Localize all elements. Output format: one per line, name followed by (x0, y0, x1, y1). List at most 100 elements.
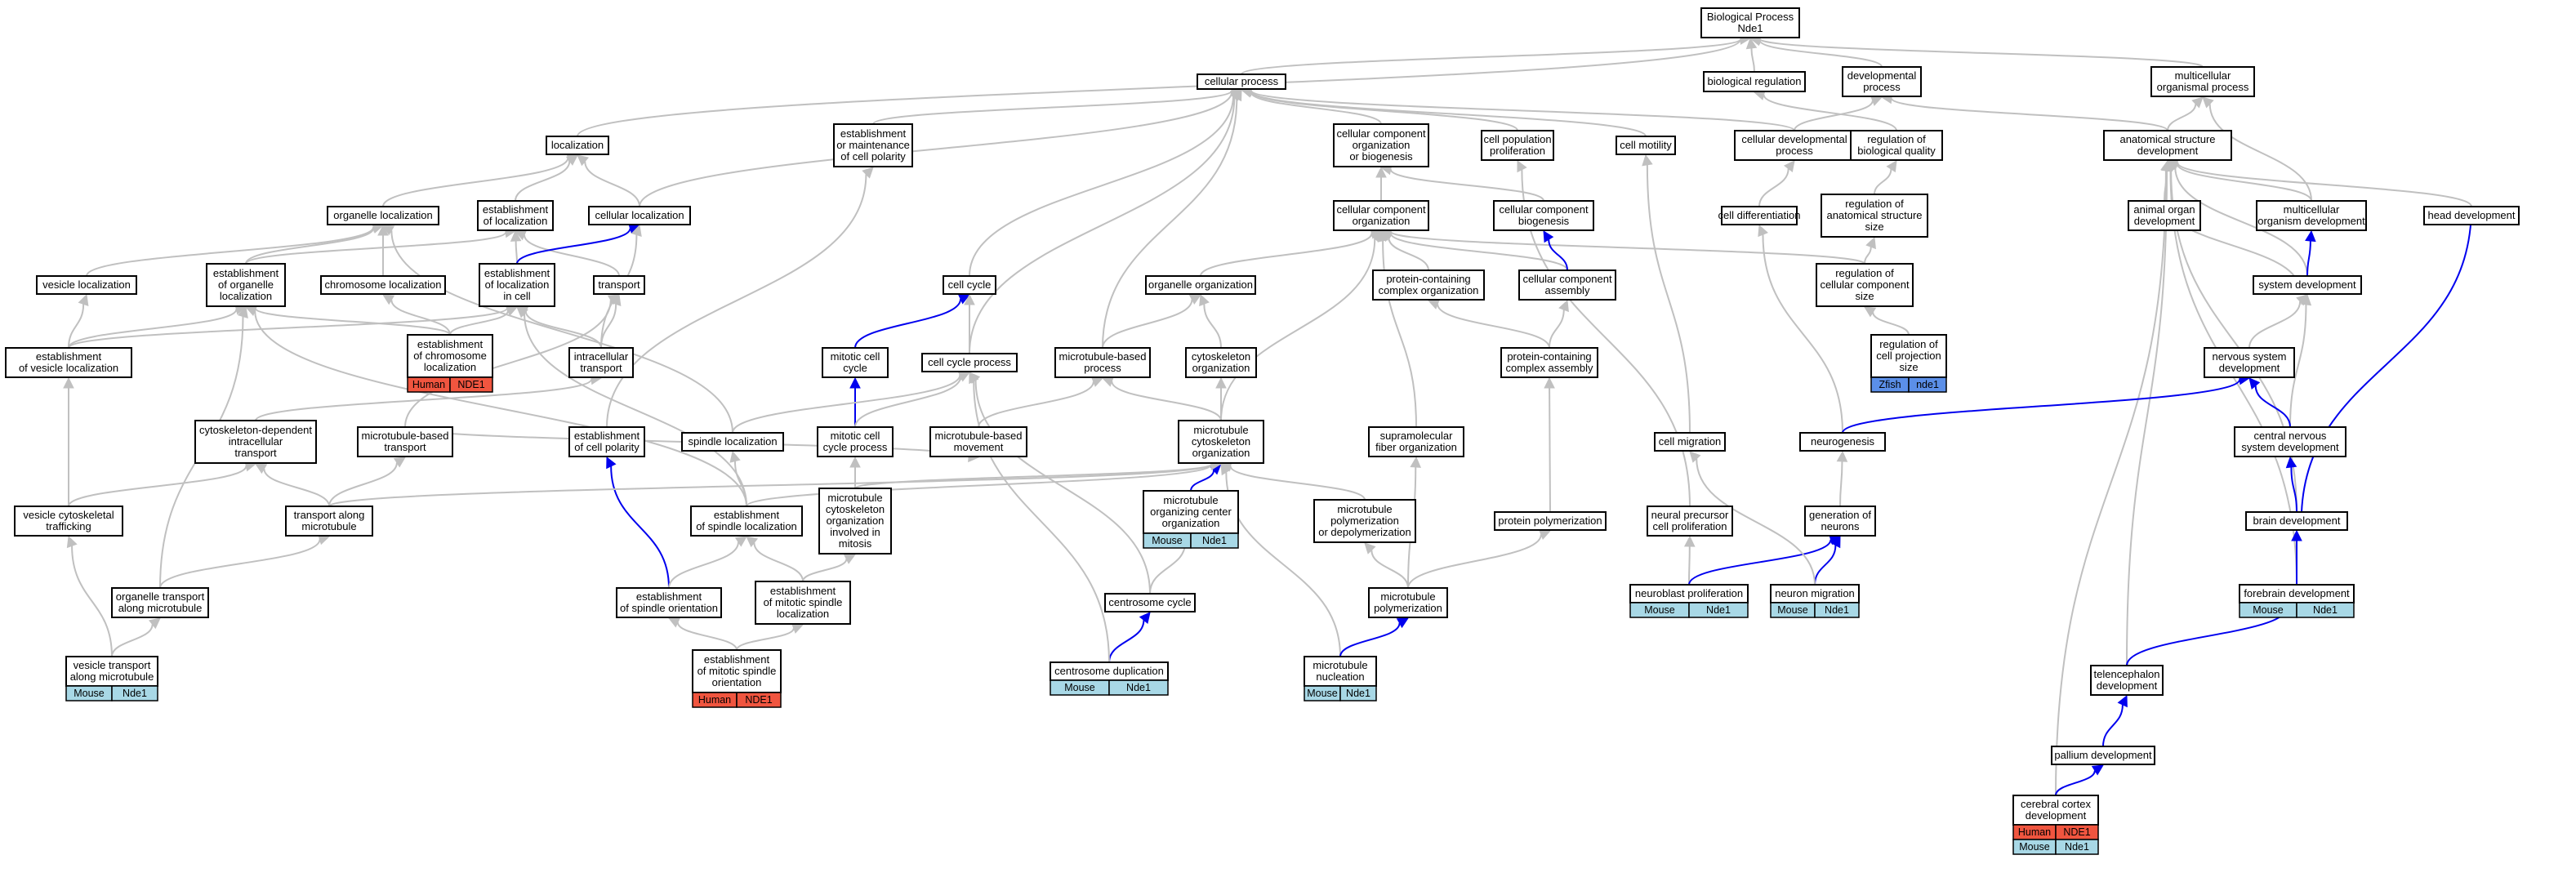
node-cp[interactable]: cellular process (1197, 73, 1286, 90)
node-chrloc[interactable]: chromosome localization (320, 275, 446, 295)
node-cdit[interactable]: cytoskeleton-dependentintracellulartrans… (194, 420, 317, 464)
species-label: Human (2018, 826, 2051, 838)
node-label: size (1855, 290, 1874, 302)
node-orgloc[interactable]: organelle localization (327, 206, 439, 225)
node-label: organization (1162, 517, 1220, 529)
node-orgorg[interactable]: organelle organization (1145, 275, 1256, 295)
node-hd[interactable]: head development (2423, 206, 2520, 225)
node-label: transport (580, 362, 622, 374)
node-transport[interactable]: transport (593, 275, 645, 295)
edge-asd-to-dev (1880, 92, 2168, 131)
node-cellloc[interactable]: cellular localization (588, 206, 691, 225)
node-box (1333, 200, 1429, 231)
node-cdiff[interactable]: cell differentiation (1718, 206, 1801, 225)
node-bd[interactable]: brain development (2245, 511, 2348, 531)
node-cc[interactable]: cell cycle (943, 275, 996, 295)
node-breg[interactable]: biological regulation (1703, 71, 1806, 92)
node-vesloc[interactable]: vesicle localization (36, 275, 137, 295)
node-cmot[interactable]: cell motility (1616, 136, 1676, 155)
node-label: system development (2258, 278, 2356, 291)
node-neurog[interactable]: neurogenesis (1799, 432, 1886, 452)
node-label: process (1776, 145, 1813, 157)
node-label: of cell polarity (840, 150, 906, 163)
node-sd[interactable]: system development (2253, 275, 2362, 295)
node-mcom[interactable]: microtubulecytoskeletonorganizationinvol… (818, 488, 892, 555)
node-pd[interactable]: pallium development (2051, 746, 2155, 765)
node-label: organization (1192, 362, 1250, 374)
edge-emsl-to-mcom (802, 554, 856, 582)
node-ccyc[interactable]: centrosome cycle (1104, 593, 1196, 612)
node-sploc[interactable]: spindle localization (681, 432, 784, 452)
gene-label: Nde1 (123, 688, 147, 699)
edge-mod-to-mop (2202, 96, 2312, 202)
node-cmig[interactable]: cell migration (1654, 432, 1726, 452)
node-box (2204, 347, 2295, 378)
edge-ecl-to-eorgloc (244, 302, 451, 336)
node-ccp[interactable]: cell cycle process (921, 353, 1018, 372)
node-pp[interactable]: protein polymerization (1494, 511, 1607, 531)
node-box (690, 506, 803, 537)
node-loc[interactable]: localization (546, 136, 609, 155)
edge-cmot-to-cp (1240, 85, 1647, 137)
node-label: organization (827, 514, 885, 527)
